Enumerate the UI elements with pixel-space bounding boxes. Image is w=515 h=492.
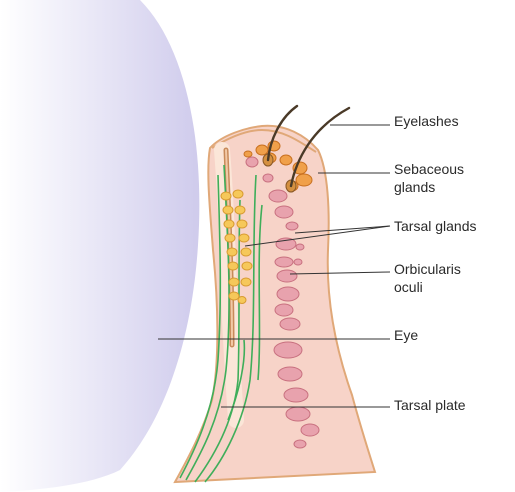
label-sebaceous-line2: glands <box>394 179 436 195</box>
label-eye: Eye <box>394 327 419 343</box>
lid-margin <box>211 128 317 153</box>
leader-lines <box>158 124 391 408</box>
orbicularis-oculi <box>245 156 320 449</box>
label-orbicularis-line1: Orbicularis <box>394 261 461 277</box>
label-tarsal-plate: Tarsal plate <box>394 397 466 413</box>
eyelid-body <box>173 124 377 484</box>
label-eyelashes: Eyelashes <box>394 113 459 129</box>
label-sebaceous-line1: Sebaceous <box>394 161 465 177</box>
label-tarsal-glands: Tarsal glands <box>394 218 477 234</box>
eyeball <box>0 0 200 492</box>
tarsal-glands <box>220 189 253 304</box>
eyelashes <box>266 104 351 188</box>
label-orbicularis-line2: oculi <box>394 279 423 295</box>
